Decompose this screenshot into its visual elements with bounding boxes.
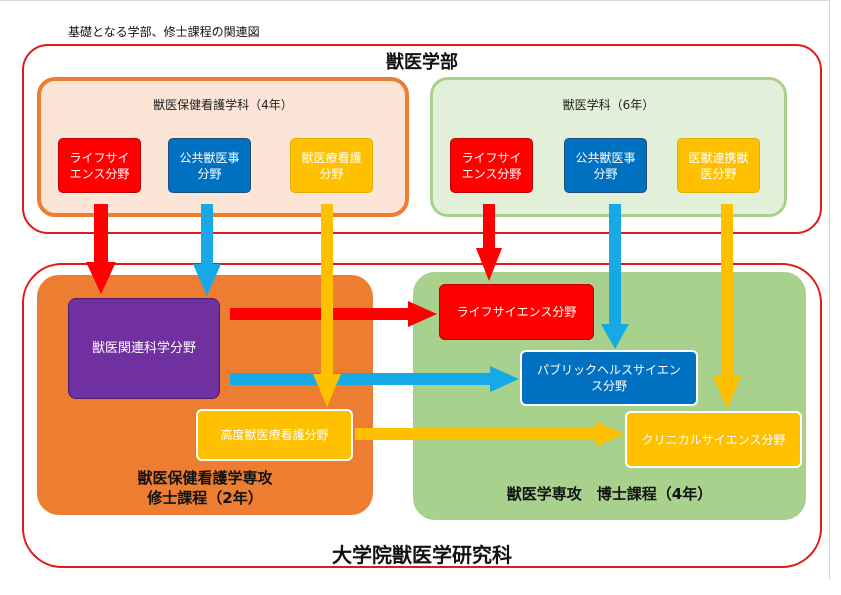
nursing-life-science-label: ライフサイエンス分野: [69, 150, 130, 181]
top-border-line: [0, 0, 830, 1]
master-course-label: 獣医保健看護学専攻 修士課程（2年）: [37, 468, 373, 508]
diagram-caption: 基礎となる学部、修士課程の関連図: [68, 25, 260, 39]
master-course-duration: 修士課程（2年）: [147, 489, 263, 507]
vet-medical-collab-box: 医獣連携獣医分野: [677, 138, 760, 193]
nursing-vet-care-label: 獣医療看護分野: [301, 150, 362, 181]
related-science-box: 獣医関連科学分野: [68, 298, 220, 399]
doctoral-public-health-box: パブリックヘルスサイエンス分野: [520, 350, 698, 406]
right-border-line: [829, 0, 830, 580]
doctoral-public-health-label: パブリックヘルスサイエンス分野: [537, 363, 681, 393]
nursing-public-vet-box: 公共獣医事分野: [168, 138, 251, 193]
vet-life-science-box: ライフサイエンス分野: [450, 138, 533, 193]
related-science-label: 獣医関連科学分野: [91, 340, 196, 356]
master-course-major: 獣医保健看護学専攻: [137, 469, 273, 487]
vet-public-vet-label: 公共獣医事分野: [575, 150, 636, 181]
doctoral-clinical-box: クリニカルサイエンス分野: [625, 411, 802, 468]
advanced-nursing-box: 高度獣医療看護分野: [196, 409, 353, 461]
faculty-title: 獣医学部: [386, 52, 458, 73]
advanced-nursing-label: 高度獣医療看護分野: [220, 428, 329, 442]
vet-department-title: 獣医学科（6年）: [562, 98, 655, 112]
doctor-course-label: 獣医学専攻 博士課程（4年）: [506, 485, 713, 503]
doctoral-clinical-label: クリニカルサイエンス分野: [641, 432, 786, 447]
nursing-life-science-box: ライフサイエンス分野: [58, 138, 141, 193]
doctoral-life-science-box: ライフサイエンス分野: [439, 284, 594, 340]
vet-public-vet-box: 公共獣医事分野: [564, 138, 647, 193]
graduate-school-title: 大学院獣医学研究科: [332, 543, 512, 567]
doctoral-life-science-label: ライフサイエンス分野: [456, 305, 577, 319]
vet-life-science-label: ライフサイエンス分野: [461, 150, 522, 181]
nursing-vet-care-box: 獣医療看護分野: [290, 138, 373, 193]
nursing-department-title: 獣医保健看護学科（4年）: [153, 98, 293, 112]
vet-medical-collab-label: 医獣連携獣医分野: [688, 150, 749, 181]
nursing-public-vet-label: 公共獣医事分野: [179, 150, 240, 181]
